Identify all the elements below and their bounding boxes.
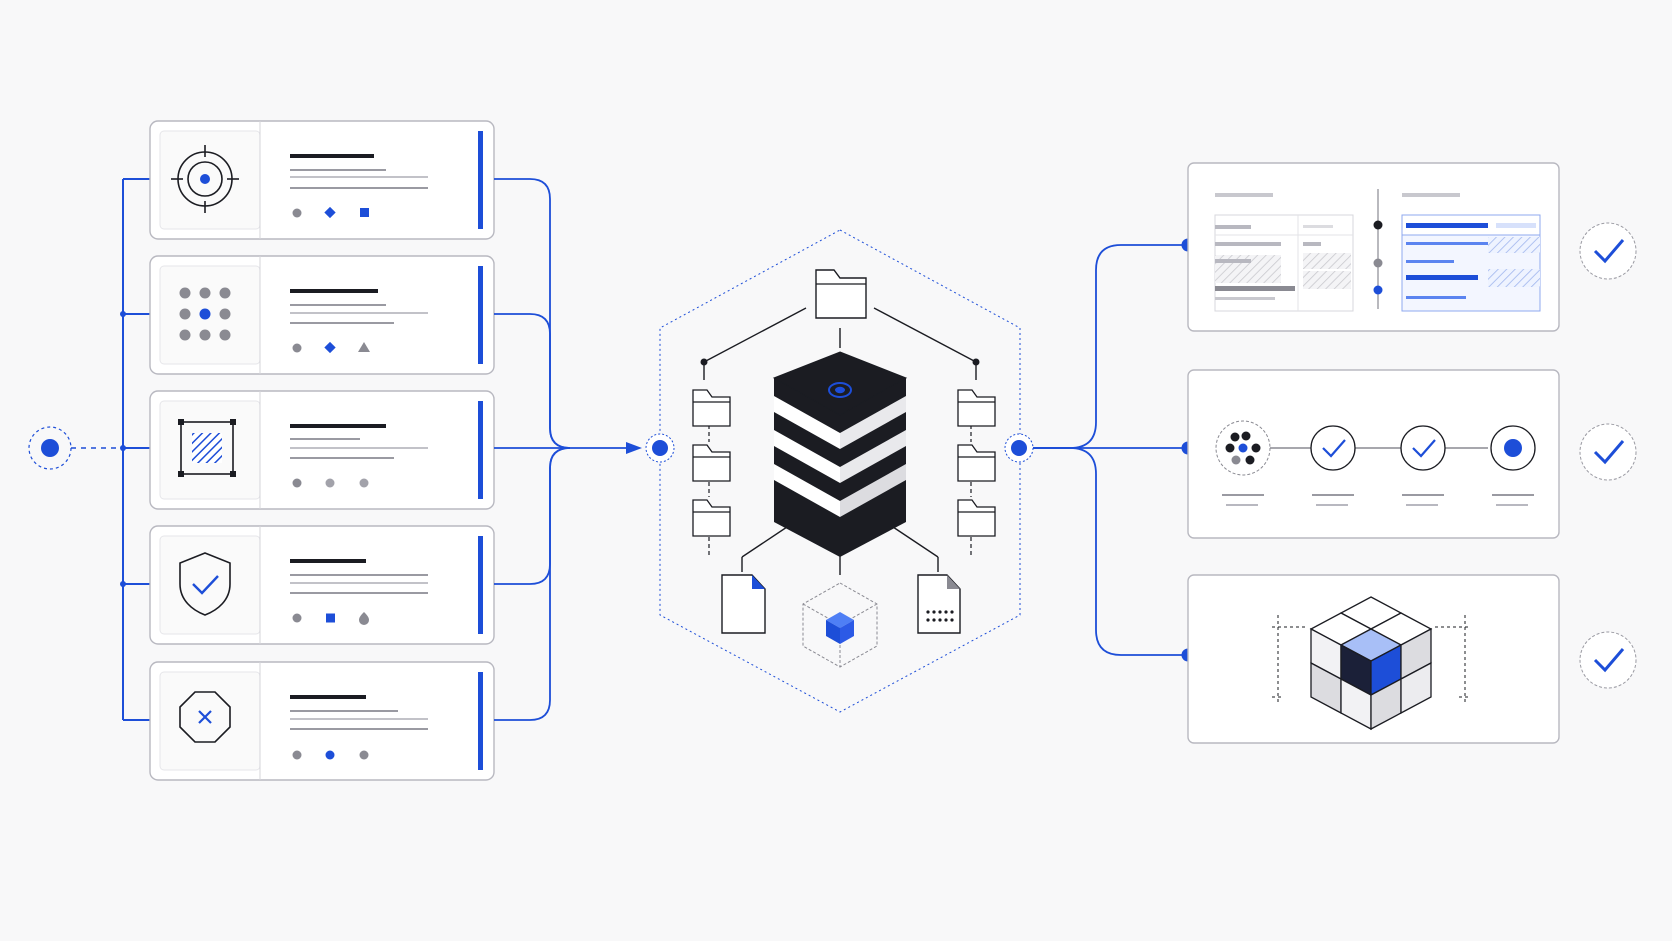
- selection-frame-icon: [178, 419, 236, 477]
- input-bus-junctions: [120, 311, 126, 587]
- cluster-icon: [1215, 420, 1271, 476]
- folder-icon: [692, 389, 731, 427]
- folder-icon: [815, 269, 867, 319]
- card-text-lines: [290, 695, 428, 730]
- comparison-table-panel[interactable]: [1187, 162, 1560, 332]
- input-card-shield[interactable]: [149, 525, 495, 645]
- left-folders: [692, 389, 731, 537]
- card-text-lines: [290, 154, 428, 189]
- input-card-selection[interactable]: [149, 390, 495, 510]
- shield-check-icon: [179, 552, 231, 616]
- card-text-lines: [290, 424, 428, 459]
- card-markers: [292, 612, 369, 625]
- folder-icon: [957, 444, 996, 482]
- dot-grid-icon: [179, 287, 231, 341]
- check-circle-icon: [1579, 631, 1637, 689]
- arrow-head-icon: [626, 442, 642, 454]
- check-circle-icon: [1579, 423, 1637, 481]
- left-table: [1214, 214, 1354, 312]
- panel-timeline: [1373, 189, 1383, 309]
- pipeline-steps-panel[interactable]: [1187, 369, 1560, 539]
- active-dot-icon: [1490, 425, 1536, 471]
- hub-outline: [659, 229, 1021, 713]
- hub-input-port[interactable]: [645, 433, 675, 463]
- folder-icon: [692, 444, 731, 482]
- source-node[interactable]: [28, 426, 72, 470]
- right-table: [1401, 214, 1541, 312]
- folder-icon: [957, 389, 996, 427]
- right-folders: [957, 389, 996, 537]
- card-text-lines: [290, 289, 428, 324]
- dotted-document-icon: [917, 574, 961, 634]
- document-icon: [721, 574, 766, 634]
- bracket-markers: [1272, 615, 1471, 703]
- hub-output-port[interactable]: [1004, 433, 1034, 463]
- hub: [645, 229, 1034, 713]
- check-circle-icon: [1310, 425, 1356, 471]
- card-markers: [292, 478, 369, 488]
- split-connectors: [1033, 244, 1188, 656]
- rubik-cube-icon: [1309, 596, 1433, 731]
- input-card-target[interactable]: [149, 120, 495, 240]
- step-labels: [1222, 494, 1534, 506]
- cube-grid-panel[interactable]: [1187, 574, 1560, 744]
- hub-tree-dashes: [708, 425, 972, 558]
- input-bus: [122, 178, 151, 721]
- folder-icon: [692, 499, 731, 537]
- input-card-dot-grid[interactable]: [149, 255, 495, 375]
- octagon-x-icon: [179, 691, 231, 743]
- check-circle-icon: [1579, 222, 1637, 280]
- card-markers: [292, 750, 369, 760]
- hub-tree-lines: [703, 307, 977, 575]
- check-circle-icon: [1400, 425, 1446, 471]
- input-card-octagon[interactable]: [149, 661, 495, 781]
- target-icon: [171, 145, 239, 213]
- merge-connectors: [494, 178, 632, 721]
- card-text-lines: [290, 559, 428, 594]
- layered-database-icon: [772, 351, 908, 557]
- isometric-cube-icon: [802, 582, 878, 668]
- folder-icon: [957, 499, 996, 537]
